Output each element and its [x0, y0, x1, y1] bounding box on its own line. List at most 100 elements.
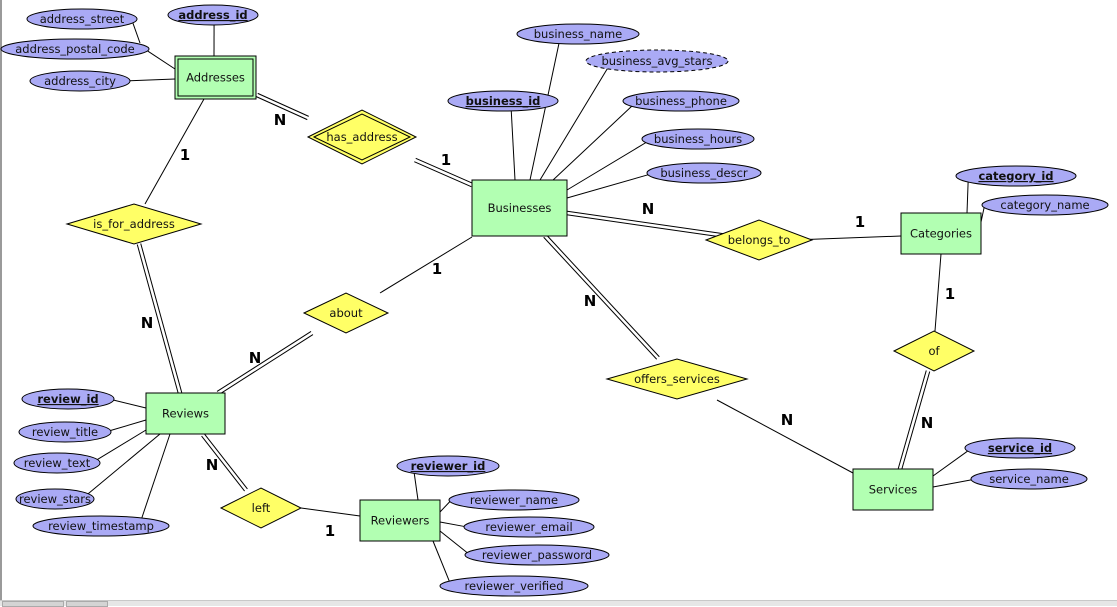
attribute-review_stars[interactable]: review_stars — [16, 489, 94, 509]
attribute-reviewer_verified[interactable]: reviewer_verified — [440, 576, 588, 596]
attribute-connector — [933, 480, 971, 487]
attribute-business_descr[interactable]: business_descr — [647, 163, 761, 183]
attribute-review_id[interactable]: review_id — [22, 389, 114, 409]
attribute-service_name[interactable]: service_name — [971, 469, 1087, 489]
relationship-is_for_address[interactable]: is_for_address — [67, 204, 201, 244]
attribute-business_phone[interactable]: business_phone — [623, 91, 739, 111]
attribute-label: category_name — [1000, 198, 1089, 212]
attribute-label: reviewer_verified — [464, 579, 563, 593]
attribute-label: reviewer_email — [485, 520, 572, 534]
sheet-tab[interactable] — [66, 601, 108, 607]
attribute-connector — [111, 420, 146, 431]
entity-label: Categories — [910, 227, 972, 241]
attribute-review_title[interactable]: review_title — [19, 422, 111, 442]
relationship-about[interactable]: about — [304, 293, 388, 333]
cardinality-label: 1 — [180, 146, 190, 164]
attribute-business_avg_stars[interactable]: business_avg_stars — [586, 50, 728, 72]
entity-label: Reviews — [162, 407, 209, 421]
attribute-connector — [440, 531, 467, 553]
attribute-category_id[interactable]: category_id — [956, 166, 1076, 186]
entity-label: Reviewers — [371, 514, 430, 528]
relationship-left[interactable]: left — [221, 488, 301, 528]
attribute-label: business_avg_stars — [601, 54, 712, 68]
attribute-label: business_hours — [654, 132, 742, 146]
attribute-reviewer_password[interactable]: reviewer_password — [465, 545, 609, 565]
attribute-review_text[interactable]: review_text — [14, 453, 100, 473]
cardinality-label: 1 — [855, 213, 865, 231]
relationship-label: is_for_address — [93, 217, 175, 231]
attribute-connector — [530, 43, 559, 180]
relationship-label: left — [252, 501, 271, 515]
attribute-connector — [130, 79, 175, 81]
relationship-connector-about-businesses — [380, 237, 472, 293]
entity-addresses[interactable]: Addresses — [175, 56, 256, 99]
attribute-label: review_title — [32, 425, 98, 439]
attribute-address_street[interactable]: address_street — [27, 9, 137, 29]
entity-businesses[interactable]: Businesses — [472, 180, 567, 236]
attribute-label: business_id — [466, 94, 541, 109]
entity-reviewers[interactable]: Reviewers — [360, 500, 440, 541]
attribute-review_timestamp[interactable]: review_timestamp — [33, 516, 169, 536]
attribute-connector — [511, 111, 515, 180]
attribute-connector — [933, 451, 968, 476]
attribute-connector — [967, 182, 968, 213]
relationship-connector-about-reviews — [217, 331, 313, 394]
bottom-scrollbar[interactable] — [0, 600, 1117, 606]
attribute-label: service_name — [989, 472, 1069, 486]
attribute-reviewer_name[interactable]: reviewer_name — [449, 490, 579, 510]
relationship-label: has_address — [326, 130, 397, 144]
attribute-connector — [567, 175, 648, 198]
relationship-connector-of-categories — [935, 254, 941, 331]
attribute-service_id[interactable]: service_id — [965, 438, 1075, 458]
attribute-connector — [552, 106, 632, 181]
attribute-label: address_postal_code — [15, 42, 135, 56]
cardinality-label: N — [141, 314, 154, 332]
cardinality-label: 1 — [441, 151, 451, 169]
cardinality-label: N — [781, 411, 794, 429]
cardinality-label: N — [921, 414, 934, 432]
relationship-offers_services[interactable]: offers_services — [607, 359, 747, 399]
attribute-label: review_stars — [19, 492, 91, 506]
entity-label: Services — [869, 483, 918, 497]
cardinality-label: N — [642, 200, 655, 218]
relationship-label: of — [928, 344, 940, 358]
relationship-label: about — [329, 306, 363, 320]
attribute-label: reviewer_id — [411, 459, 486, 474]
entity-label: Addresses — [186, 71, 245, 85]
entity-label: Businesses — [488, 201, 552, 215]
attribute-label: address_city — [44, 74, 116, 88]
cardinality-label: 1 — [432, 260, 442, 278]
attribute-reviewer_id[interactable]: reviewer_id — [397, 456, 499, 476]
attribute-address_city[interactable]: address_city — [30, 71, 130, 91]
attribute-address_id[interactable]: address_id — [168, 5, 258, 25]
attribute-label: address_street — [40, 12, 125, 26]
attribute-connector — [114, 400, 146, 408]
entity-categories[interactable]: Categories — [901, 213, 981, 254]
relationship-of[interactable]: of — [894, 331, 974, 371]
attribute-connector — [567, 143, 646, 190]
attribute-category_name[interactable]: category_name — [982, 195, 1108, 215]
attribute-business_name[interactable]: business_name — [517, 24, 639, 44]
cardinality-label: N — [274, 111, 287, 129]
cardinality-label: 1 — [325, 522, 335, 540]
cardinality-label: 1 — [945, 285, 955, 303]
sheet-tab[interactable] — [2, 601, 64, 607]
attribute-label: category_id — [978, 169, 1053, 184]
attribute-label: address_id — [178, 8, 247, 23]
attribute-reviewer_email[interactable]: reviewer_email — [464, 517, 594, 537]
relationship-has_address[interactable]: has_address — [308, 110, 416, 164]
attribute-label: service_id — [988, 441, 1052, 456]
relationship-connector-is_for_address-addresses — [145, 99, 204, 204]
attribute-connector — [133, 23, 140, 43]
cardinality-label: N — [206, 456, 219, 474]
attribute-connector — [440, 522, 464, 526]
attribute-business_id[interactable]: business_id — [448, 91, 558, 111]
attribute-label: business_descr — [660, 166, 748, 180]
relationship-label: belongs_to — [728, 233, 790, 247]
attribute-address_postal_code[interactable]: address_postal_code — [1, 39, 149, 59]
entity-services[interactable]: Services — [853, 469, 933, 510]
attribute-business_hours[interactable]: business_hours — [642, 129, 754, 149]
relationship-belongs_to[interactable]: belongs_to — [706, 220, 812, 260]
entity-reviews[interactable]: Reviews — [146, 393, 225, 434]
cardinality-label: N — [249, 349, 262, 367]
